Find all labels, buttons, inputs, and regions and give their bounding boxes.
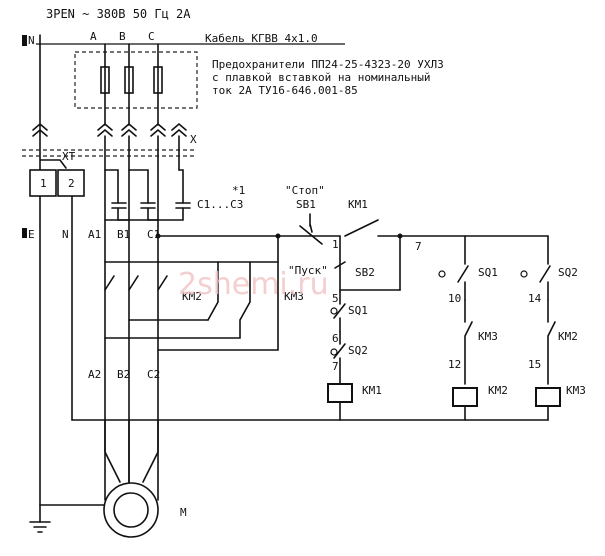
node-6-label: 6 (332, 332, 339, 345)
n-label: N (62, 228, 69, 241)
km2-interlock (547, 299, 556, 385)
coil-km3-label: KM3 (566, 384, 586, 397)
sb1-contact (299, 213, 323, 245)
sq1-left-label: SQ1 (348, 304, 368, 317)
sq2-contact (539, 265, 551, 301)
b2-label: B2 (117, 368, 130, 381)
km1-contact-a (104, 275, 115, 291)
motor-lead-a (104, 419, 121, 483)
fuse-note-line-2: с плавкой вставкой на номинальный (212, 71, 431, 84)
e-terminal-marker (22, 228, 27, 238)
fuse-block (74, 51, 198, 109)
cable-label: Кабель КГВВ 4х1.0 (205, 32, 318, 45)
km2-contact (207, 281, 219, 321)
sb1-label: SB1 (296, 198, 316, 211)
node-12-label: 12 (448, 358, 461, 371)
node-14-label: 14 (528, 292, 542, 305)
sq1-contact (457, 265, 469, 301)
node-7-top-label: 7 (415, 240, 422, 253)
b1-label: B1 (117, 228, 130, 241)
watermark: 2shemi.ru (178, 267, 329, 302)
km3-power-contact (239, 261, 251, 321)
footnote-marker: *1 (232, 184, 245, 197)
n-terminal-marker (22, 35, 27, 46)
sq2-left-contact (333, 331, 346, 385)
coil-km1-label: KM1 (362, 384, 382, 397)
km1-contact-c (157, 275, 168, 291)
connector-x-label: X (190, 133, 197, 146)
coil-km2-label: KM2 (488, 384, 508, 397)
a1-label: A1 (88, 228, 101, 241)
sq1-left-roller (330, 307, 338, 315)
km3-feed (157, 235, 279, 351)
sq2-label: SQ2 (558, 266, 578, 279)
node-10-label: 10 (448, 292, 461, 305)
fuse-note-line-3: ток 2А ТУ16-646.001-85 (212, 84, 358, 97)
c2-label: C2 (147, 368, 160, 381)
coil-km3 (535, 387, 561, 407)
ground-icon (29, 504, 51, 533)
km1-top-label: KM1 (348, 198, 368, 211)
motor-label: M (180, 506, 187, 519)
node-15-label: 15 (528, 358, 541, 371)
xt-terminal-2-label: 2 (68, 177, 75, 190)
capacitors (104, 169, 191, 221)
sq2-roller (520, 270, 528, 278)
km3-interlock (464, 299, 473, 385)
sb2-contact (334, 261, 346, 293)
a2-label: A2 (88, 368, 101, 381)
coil-km1 (327, 383, 353, 403)
km2-interlock-label: KM2 (558, 330, 578, 343)
km1-self-hold (344, 219, 379, 237)
node-1-label: 1 (332, 238, 339, 251)
terminal-n-top: N (28, 34, 35, 47)
pusk-label: "Пуск" (288, 264, 328, 277)
connector-x (32, 122, 187, 137)
xt-terminal-1-label: 1 (40, 177, 47, 190)
km1-contact-b (128, 275, 139, 291)
capacitors-label: C1...C3 (197, 198, 243, 211)
motor-rotor (113, 492, 149, 528)
phase-a-label: A (90, 30, 97, 43)
sq1-label: SQ1 (478, 266, 498, 279)
sq1-left-contact (333, 291, 346, 333)
sq2-left-label: SQ2 (348, 344, 368, 357)
motor-lead-c (142, 419, 159, 483)
xt-lead (39, 159, 67, 169)
stop-label: "Стоп" (285, 184, 325, 197)
km2-power-label: KM2 (182, 290, 202, 303)
km3-interlock-label: KM3 (478, 330, 498, 343)
km3-power-label: KM3 (284, 290, 304, 303)
fuse-note-line-1: Предохранители ПП24-25-4323-20 УХЛ3 (212, 58, 444, 71)
sb2-label: SB2 (355, 266, 375, 279)
xt-terminal-2 (57, 169, 85, 197)
km-return-2 (104, 319, 241, 339)
xt-terminal-1 (29, 169, 57, 197)
phase-b-label: B (119, 30, 126, 43)
supply-label: 3PEN ~ 380В 50 Гц 2А (46, 7, 191, 21)
node-c1 (155, 233, 161, 239)
pe-label: E (28, 228, 35, 241)
phase-c-label: C (148, 30, 155, 43)
coil-km2 (452, 387, 478, 407)
sq2-left-roller (330, 348, 338, 356)
node-5-label: 5 (332, 292, 339, 305)
xt-label: XT (62, 150, 76, 163)
node-7b-label: 7 (332, 360, 339, 373)
sq1-roller (438, 270, 446, 278)
